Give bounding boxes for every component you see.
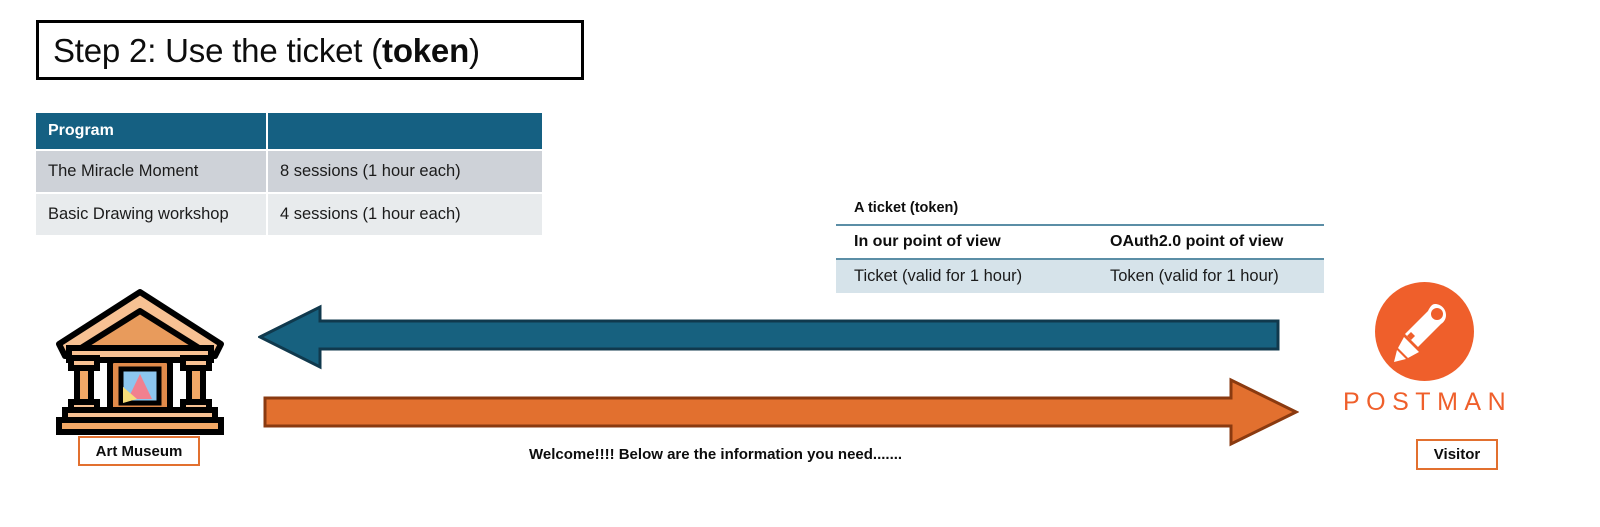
program-name-cell: Basic Drawing workshop (36, 194, 268, 237)
visitor-label: Visitor (1416, 439, 1498, 470)
page-title: Step 2: Use the ticket (token) (53, 34, 480, 67)
program-table-head: Program (36, 113, 544, 151)
ticket-header-our-view: In our point of view (836, 224, 1092, 260)
orange-arrow-right-icon (263, 377, 1299, 447)
art-museum-label: Art Museum (78, 436, 200, 466)
ticket-table-body: Ticket (valid for 1 hour) Token (valid f… (836, 259, 1324, 293)
postman-rocket-icon (1375, 282, 1474, 381)
step-title-box: Step 2: Use the ticket (token) (36, 20, 584, 80)
ticket-table-caption: A ticket (token) (854, 200, 959, 216)
table-row: Ticket (valid for 1 hour) Token (valid f… (836, 259, 1324, 293)
table-row: The Miracle Moment 8 sessions (1 hour ea… (36, 151, 544, 194)
postman-wordmark: POSTMAN (1343, 388, 1513, 416)
program-table: Program The Miracle Moment 8 sessions (1… (36, 113, 544, 237)
program-sessions-cell: 8 sessions (1 hour each) (268, 151, 544, 194)
program-sessions-cell: 4 sessions (1 hour each) (268, 194, 544, 237)
program-name-cell: The Miracle Moment (36, 151, 268, 194)
program-table-body: The Miracle Moment 8 sessions (1 hour ea… (36, 151, 544, 237)
program-table-header-program: Program (36, 113, 268, 151)
ticket-cell-our-view: Ticket (valid for 1 hour) (836, 259, 1092, 293)
ticket-table-head: In our point of view OAuth2.0 point of v… (836, 224, 1324, 260)
welcome-caption: Welcome!!!! Below are the information yo… (529, 446, 903, 463)
title-suffix: ) (469, 31, 480, 69)
ticket-table: In our point of view OAuth2.0 point of v… (836, 224, 1324, 293)
museum-building-icon (56, 289, 224, 435)
table-row: Basic Drawing workshop 4 sessions (1 hou… (36, 194, 544, 237)
table-header-row: In our point of view OAuth2.0 point of v… (836, 224, 1324, 260)
ticket-token-block: A ticket (token) In our point of view OA… (836, 200, 1324, 293)
ticket-cell-oauth-view: Token (valid for 1 hour) (1092, 259, 1324, 293)
title-emphasis: token (382, 31, 470, 69)
teal-arrow-left-icon (258, 304, 1280, 370)
table-header-row: Program (36, 113, 544, 151)
ticket-header-oauth-view: OAuth2.0 point of view (1092, 224, 1324, 260)
program-table-header-sessions (268, 113, 544, 151)
title-prefix: Step 2: Use the ticket ( (53, 31, 383, 69)
